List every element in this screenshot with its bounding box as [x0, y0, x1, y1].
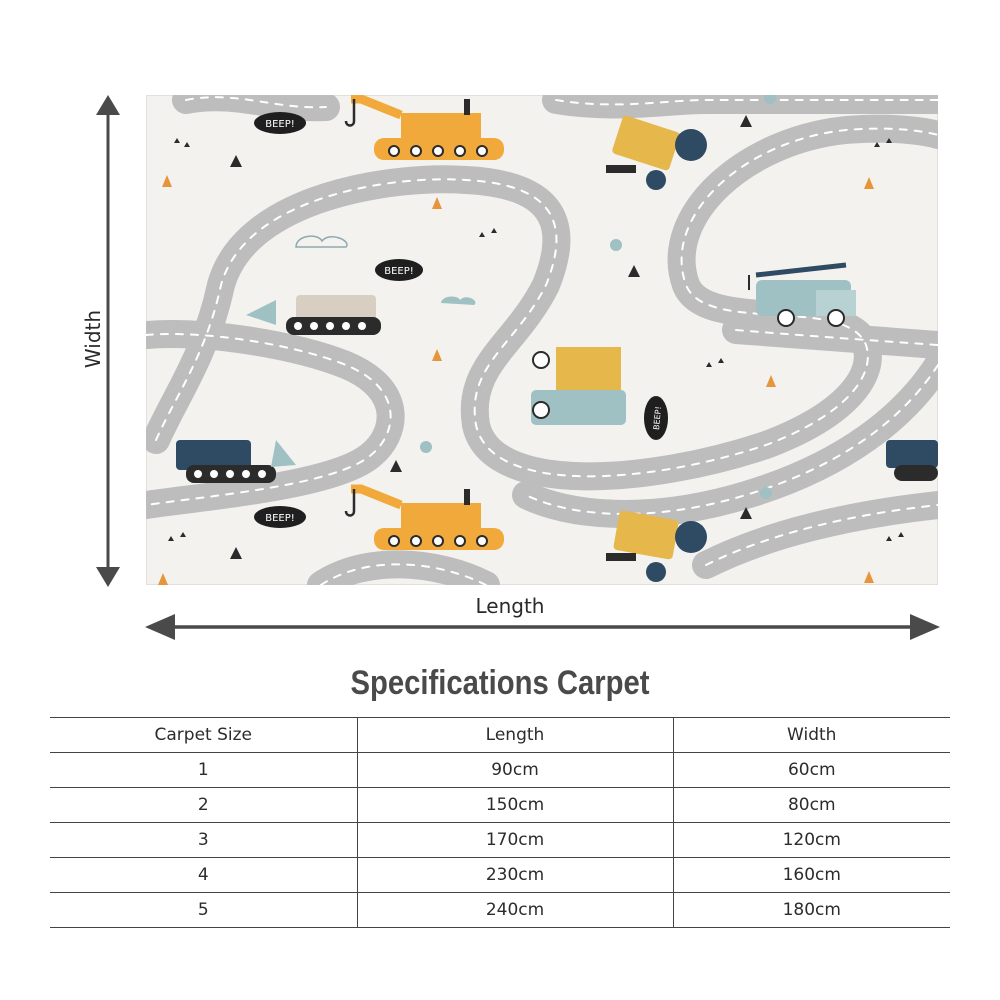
length-label: Length — [475, 594, 545, 618]
width-dimension-arrow — [96, 95, 120, 587]
crane-truck-illustration — [748, 262, 856, 327]
excavator-illustration — [344, 95, 504, 160]
road-markings — [146, 96, 938, 585]
speech-bubble: BEEP! — [375, 259, 423, 281]
bulldozer-illustration — [886, 440, 938, 481]
width-cell: 120cm — [672, 822, 950, 858]
speech-bubble: BEEP! — [254, 506, 306, 528]
size-cell: 3 — [50, 822, 357, 858]
width-cell: 160cm — [672, 857, 950, 893]
column-header-carpet-size: Carpet Size — [50, 717, 357, 753]
tractor-illustration — [606, 115, 707, 190]
speech-bubble-text: BEEP! — [265, 513, 295, 524]
speech-bubble-text: BEEP! — [384, 266, 414, 277]
table-row: 4 230cm 160cm — [50, 857, 950, 893]
column-header-length: Length — [356, 717, 673, 753]
carpet-road-pattern: BEEP! BEEP! BEEP! BEEP! — [146, 95, 938, 585]
size-cell: 5 — [50, 892, 357, 928]
speech-bubble-text: BEEP! — [265, 119, 295, 130]
column-header-width: Width — [672, 717, 950, 753]
decorations — [158, 95, 904, 585]
size-cell: 2 — [50, 787, 357, 823]
bulldozer-illustration — [246, 295, 381, 335]
carpet-image: BEEP! BEEP! BEEP! BEEP! — [146, 95, 938, 585]
length-cell: 240cm — [356, 892, 673, 928]
length-cell: 90cm — [356, 752, 673, 788]
specifications-title: Specifications Carpet — [350, 664, 650, 702]
table-header-row: Carpet Size Length Width — [50, 717, 950, 753]
table-row: 1 90cm 60cm — [50, 752, 950, 788]
width-cell: 60cm — [672, 752, 950, 788]
speech-bubble: BEEP! — [644, 396, 668, 440]
table-row: 5 240cm 180cm — [50, 892, 950, 928]
table-row: 2 150cm 80cm — [50, 787, 950, 823]
length-dimension-arrow — [145, 614, 940, 640]
size-cell: 1 — [50, 752, 357, 788]
dump-truck-illustration — [531, 347, 626, 425]
table-row: 3 170cm 120cm — [50, 822, 950, 858]
speech-bubble: BEEP! — [254, 112, 306, 134]
specifications-table: Carpet Size Length Width 1 90cm 60cm 2 1… — [50, 717, 950, 928]
width-label: Width — [81, 309, 105, 369]
length-cell: 230cm — [356, 857, 673, 893]
width-cell: 80cm — [672, 787, 950, 823]
length-cell: 170cm — [356, 822, 673, 858]
bulldozer-illustration — [176, 440, 296, 483]
excavator-illustration — [344, 484, 504, 550]
size-cell: 4 — [50, 857, 357, 893]
speech-bubble-text: BEEP! — [652, 406, 663, 430]
length-cell: 150cm — [356, 787, 673, 823]
tractor-illustration — [606, 510, 707, 582]
width-cell: 180cm — [672, 892, 950, 928]
